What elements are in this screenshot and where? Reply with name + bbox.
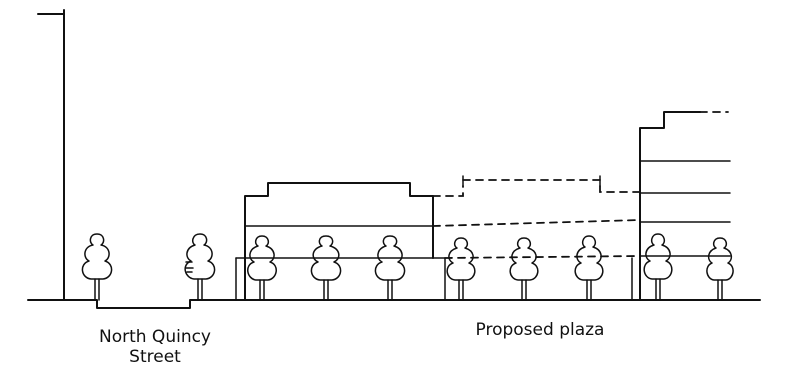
- tree: [574, 235, 604, 301]
- tree: [247, 235, 277, 301]
- street-label-line1: North Quincy: [98, 327, 211, 347]
- street-label-line2: Street: [129, 347, 181, 367]
- tree: [509, 237, 539, 301]
- tree: [81, 233, 113, 301]
- tree: [310, 235, 342, 301]
- tree: [374, 235, 406, 301]
- tree: [446, 237, 476, 301]
- tall-building-left: [37, 9, 65, 301]
- tree: [184, 233, 216, 301]
- ground-line: [27, 299, 761, 309]
- proposed-plaza-label: Proposed plaza: [475, 320, 605, 340]
- tree: [643, 233, 673, 301]
- central-building: [235, 182, 446, 301]
- right-building: [631, 111, 731, 301]
- tree: [706, 237, 734, 301]
- north-quincy-street-label: North Quincy Street: [70, 327, 240, 367]
- proposed-massing-dashed: [432, 175, 641, 259]
- trees: [81, 233, 734, 301]
